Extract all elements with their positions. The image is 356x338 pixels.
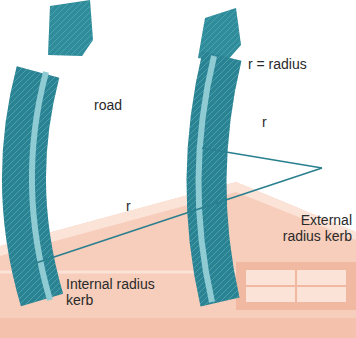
- radius-line: [36, 148, 322, 263]
- road-label: road: [94, 97, 154, 113]
- kerb-block: [48, 0, 241, 62]
- radius-note: r = radius: [248, 56, 348, 72]
- kerb-label: External radius kerb: [262, 212, 352, 244]
- radius-label: r: [126, 198, 146, 214]
- curved-kerb: [24, 56, 222, 302]
- radius-label: r: [262, 114, 282, 130]
- kerb-label: Internal radius kerb: [66, 276, 156, 308]
